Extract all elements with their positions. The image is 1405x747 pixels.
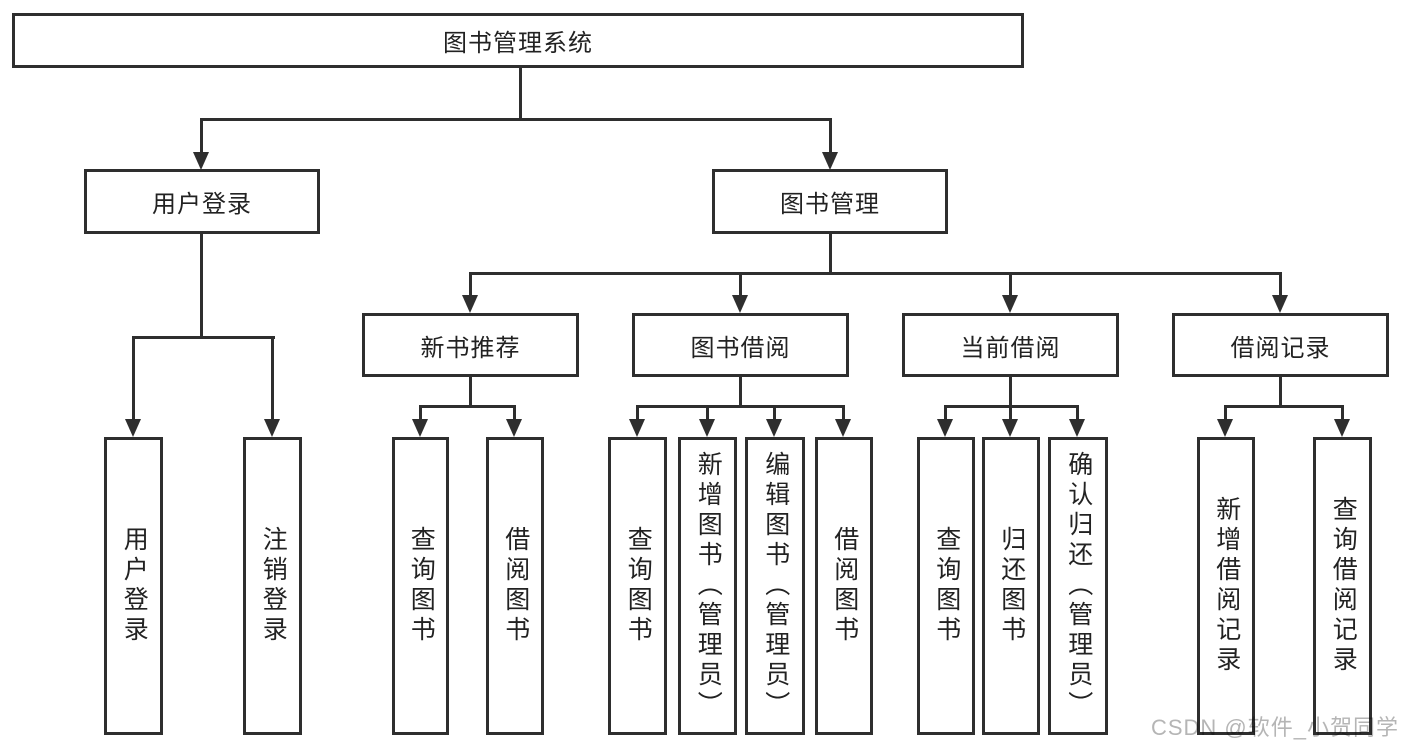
arrow-to-user-login	[193, 118, 210, 170]
node-current-borrow: 当前借阅	[902, 313, 1119, 377]
arrow-g2-confirm-return	[1069, 405, 1086, 437]
node-recommend-query-books: 查询图书	[392, 437, 449, 735]
connector-group1-bar	[637, 405, 845, 408]
arrow-to-new-book-recommend	[462, 272, 479, 313]
node-book-management: 图书管理	[712, 169, 948, 234]
arrow-g0-borrow-books	[506, 405, 523, 437]
node-logout: 注销登录	[243, 437, 302, 735]
arrow-g3-query-record	[1334, 405, 1351, 437]
node-recommend-borrow-books: 借阅图书	[486, 437, 544, 735]
node-user-login-action: 用户登录	[104, 437, 163, 735]
connector-book-mgmt-stem	[829, 231, 832, 275]
node-add-book-admin: 新增图书（管理员）	[678, 437, 737, 735]
arrow-to-book-management	[822, 118, 839, 170]
node-confirm-return-admin-label: 确认归还（管理员）	[1064, 451, 1093, 721]
node-new-book-recommend-label: 新书推荐	[420, 334, 521, 362]
node-logout-label: 注销登录	[259, 526, 288, 646]
node-borrow-records-label: 借阅记录	[1230, 334, 1331, 362]
connector-group2-bar	[946, 405, 1079, 408]
node-confirm-return-admin: 确认归还（管理员）	[1048, 437, 1108, 735]
connector-user-login-bar	[133, 336, 275, 339]
connector-group0-stem	[469, 374, 472, 408]
node-user-login: 用户登录	[84, 169, 320, 234]
connector-level1-bar	[200, 118, 832, 121]
node-edit-book-admin: 编辑图书（管理员）	[745, 437, 805, 735]
node-root-label: 图书管理系统	[443, 30, 593, 57]
node-borrow-query-books-label: 查询图书	[624, 526, 653, 646]
connector-group3-stem	[1279, 374, 1282, 408]
node-current-query-books-label: 查询图书	[932, 526, 961, 646]
arrow-g1-add-book	[699, 405, 716, 437]
arrow-g1-query-books	[629, 405, 646, 437]
arrow-to-user-login-action	[125, 336, 142, 437]
node-new-book-recommend: 新书推荐	[362, 313, 579, 377]
node-book-borrow: 图书借阅	[632, 313, 849, 377]
node-book-management-label: 图书管理	[780, 191, 880, 218]
node-edit-book-admin-label: 编辑图书（管理员）	[761, 451, 790, 721]
node-borrow-records: 借阅记录	[1172, 313, 1389, 377]
node-query-borrow-record: 查询借阅记录	[1313, 437, 1372, 735]
node-user-login-action-label: 用户登录	[120, 526, 149, 646]
node-current-query-books: 查询图书	[917, 437, 975, 735]
arrow-g3-add-record	[1217, 405, 1234, 437]
node-recommend-query-books-label: 查询图书	[407, 526, 436, 646]
arrow-g1-edit-book	[766, 405, 783, 437]
arrow-g0-query-books	[412, 405, 429, 437]
arrow-to-book-borrow	[732, 272, 749, 313]
connector-group0-bar	[420, 405, 516, 408]
arrow-to-logout	[264, 336, 281, 437]
node-query-borrow-record-label: 查询借阅记录	[1329, 496, 1358, 676]
node-add-borrow-record: 新增借阅记录	[1197, 437, 1255, 735]
arrow-to-current-borrow	[1002, 272, 1019, 313]
connector-root-stem	[519, 65, 522, 121]
node-root: 图书管理系统	[12, 13, 1024, 68]
connector-user-login-stem	[200, 231, 203, 339]
node-book-borrow-label: 图书借阅	[690, 334, 791, 362]
connector-level2-bar	[470, 272, 1281, 275]
node-current-borrow-label: 当前借阅	[960, 334, 1061, 362]
connector-group3-bar	[1226, 405, 1343, 408]
node-add-book-admin-label: 新增图书（管理员）	[694, 451, 723, 721]
arrow-g1-borrow-books	[835, 405, 852, 437]
node-add-borrow-record-label: 新增借阅记录	[1212, 496, 1241, 676]
node-return-books-label: 归还图书	[997, 526, 1026, 646]
node-return-books: 归还图书	[982, 437, 1040, 735]
connector-group1-stem	[739, 374, 742, 408]
arrow-g2-return-books	[1002, 405, 1019, 437]
arrow-to-borrow-records	[1272, 272, 1289, 313]
node-borrow-borrow-books-label: 借阅图书	[830, 526, 859, 646]
node-recommend-borrow-books-label: 借阅图书	[501, 526, 530, 646]
node-user-login-label: 用户登录	[152, 191, 252, 218]
node-borrow-borrow-books: 借阅图书	[815, 437, 873, 735]
csdn-watermark: CSDN @软件_小贺同学	[1150, 715, 1399, 740]
connector-group2-stem	[1009, 374, 1012, 408]
arrow-g2-query-books	[937, 405, 954, 437]
node-borrow-query-books: 查询图书	[608, 437, 667, 735]
